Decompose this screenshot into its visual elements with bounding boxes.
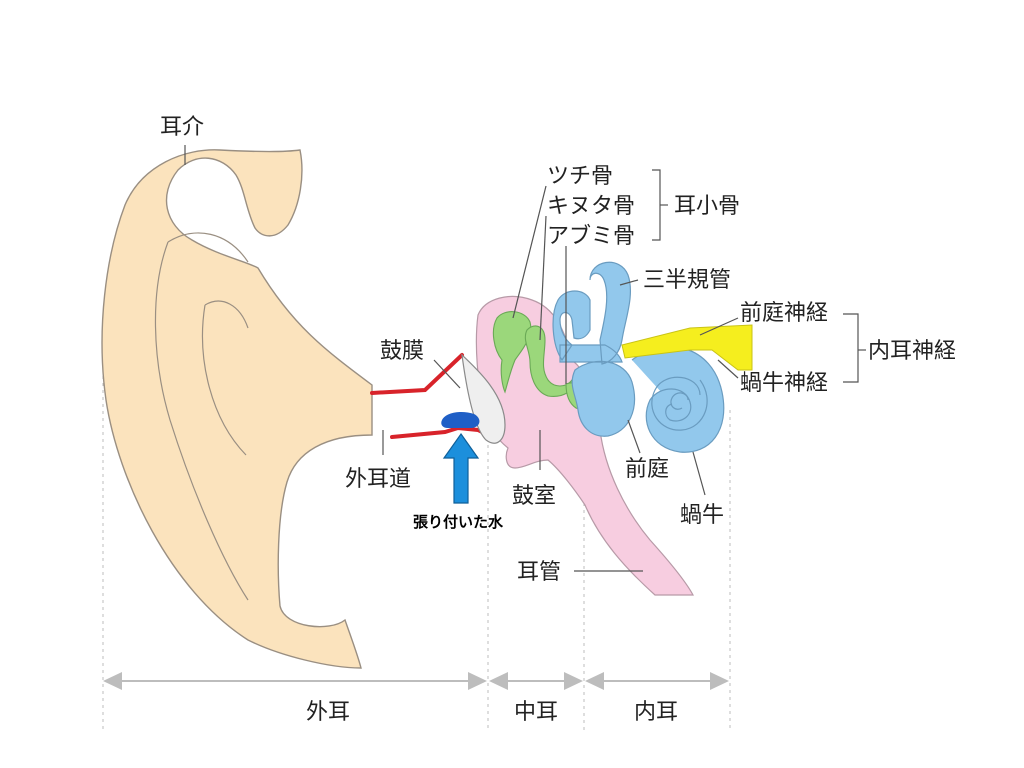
label-eustachian-tube: 耳管 [517, 560, 561, 585]
label-semicircular-canals: 三半規管 [643, 268, 731, 293]
label-cochlear-nerve: 蝸牛神経 [740, 371, 828, 396]
label-vestibule: 前庭 [625, 457, 669, 482]
section-range-arrows [103, 672, 729, 690]
label-outer-ear: 外耳 [306, 700, 350, 725]
label-tympanic-cavity: 鼓室 [512, 484, 556, 509]
label-stuck-water: 張り付いた水 [413, 513, 504, 531]
label-inner-ear-nerve: 内耳神経 [868, 339, 956, 364]
label-vestibular-nerve: 前庭神経 [740, 301, 828, 326]
leader-lines [184, 145, 866, 572]
label-cochlea: 蝸牛 [680, 503, 724, 528]
eardrum-shape [461, 353, 506, 444]
pinna-shape [101, 149, 373, 669]
label-ear-canal: 外耳道 [345, 467, 411, 492]
label-inner-ear: 内耳 [634, 700, 678, 725]
label-stapes: アブミ骨 [547, 224, 635, 249]
label-middle-ear: 中耳 [514, 700, 558, 725]
label-pinna: 耳介 [160, 115, 204, 140]
label-incus: キヌタ骨 [547, 194, 635, 219]
label-eardrum: 鼓膜 [380, 339, 424, 364]
inner-ear-shape [552, 261, 725, 453]
up-arrow-icon [442, 432, 480, 504]
inner-ear-nerve-shape [621, 324, 753, 371]
label-malleus: ツチ骨 [547, 164, 613, 189]
stuck-water-blob [441, 412, 480, 428]
label-ossicles: 耳小骨 [674, 194, 740, 219]
section-dividers [102, 355, 731, 730]
